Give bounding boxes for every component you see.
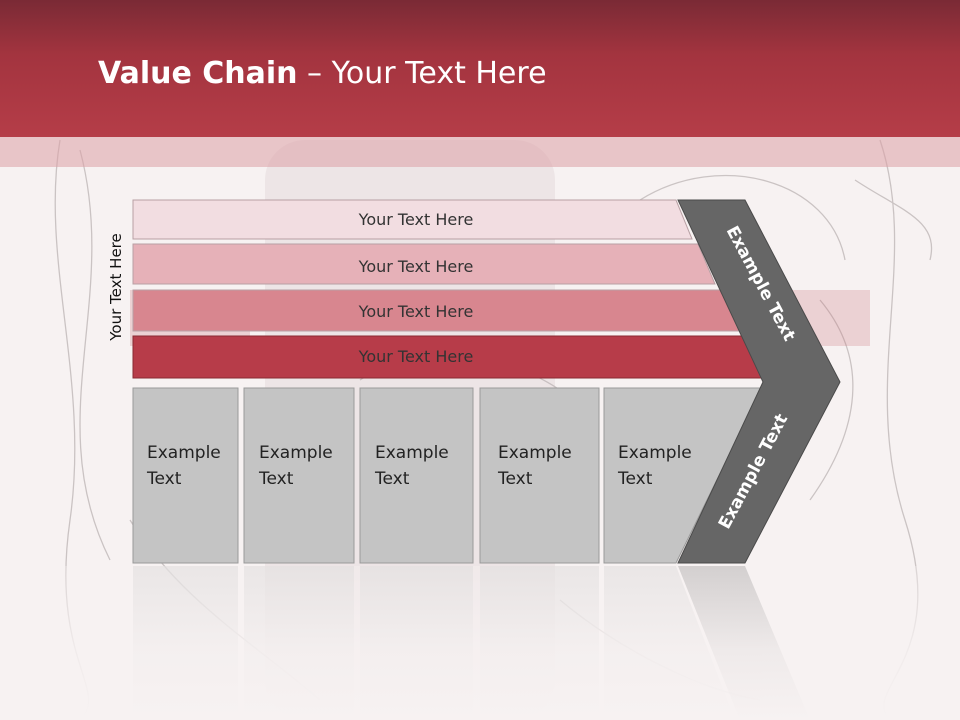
title-bold: Value Chain [98, 56, 298, 91]
row-label-4: Your Text Here [358, 347, 474, 366]
value-chevron [677, 199, 841, 564]
column-text-5: Example Text [618, 440, 692, 492]
row-bar-1 [132, 199, 693, 240]
column-box-1 [132, 387, 239, 564]
column-text-4-line2: Text [498, 469, 533, 489]
column-text-1: Example Text [147, 440, 221, 492]
column-text-3: Example Text [375, 440, 449, 492]
column-text-5-line1: Example [618, 443, 692, 463]
column-text-4-line1: Example [498, 443, 572, 463]
row-bar-2 [132, 243, 716, 285]
column-text-1-line2: Text [147, 469, 182, 489]
column-text-3-line2: Text [375, 469, 410, 489]
column-box-2 [243, 387, 355, 564]
column-text-2-line2: Text [259, 469, 294, 489]
column-text-5-line2: Text [618, 469, 653, 489]
column-box-4 [479, 387, 600, 564]
title-accent-strip [0, 137, 960, 167]
title-rest: – Your Text Here [297, 56, 547, 91]
row-label-2: Your Text Here [358, 257, 474, 276]
column-box-3 [359, 387, 474, 564]
column-text-3-line1: Example [375, 443, 449, 463]
column-text-2-line1: Example [259, 443, 333, 463]
column-text-4: Example Text [498, 440, 572, 492]
column-text-1-line1: Example [147, 443, 221, 463]
title-band [0, 0, 960, 137]
column-box-5 [603, 387, 763, 564]
slide-title: Value Chain – Your Text Here [98, 52, 547, 96]
diagram-reflection [0, 566, 960, 720]
row-label-3: Your Text Here [358, 302, 474, 321]
column-text-2: Example Text [259, 440, 333, 492]
row-label-1: Your Text Here [358, 210, 474, 229]
